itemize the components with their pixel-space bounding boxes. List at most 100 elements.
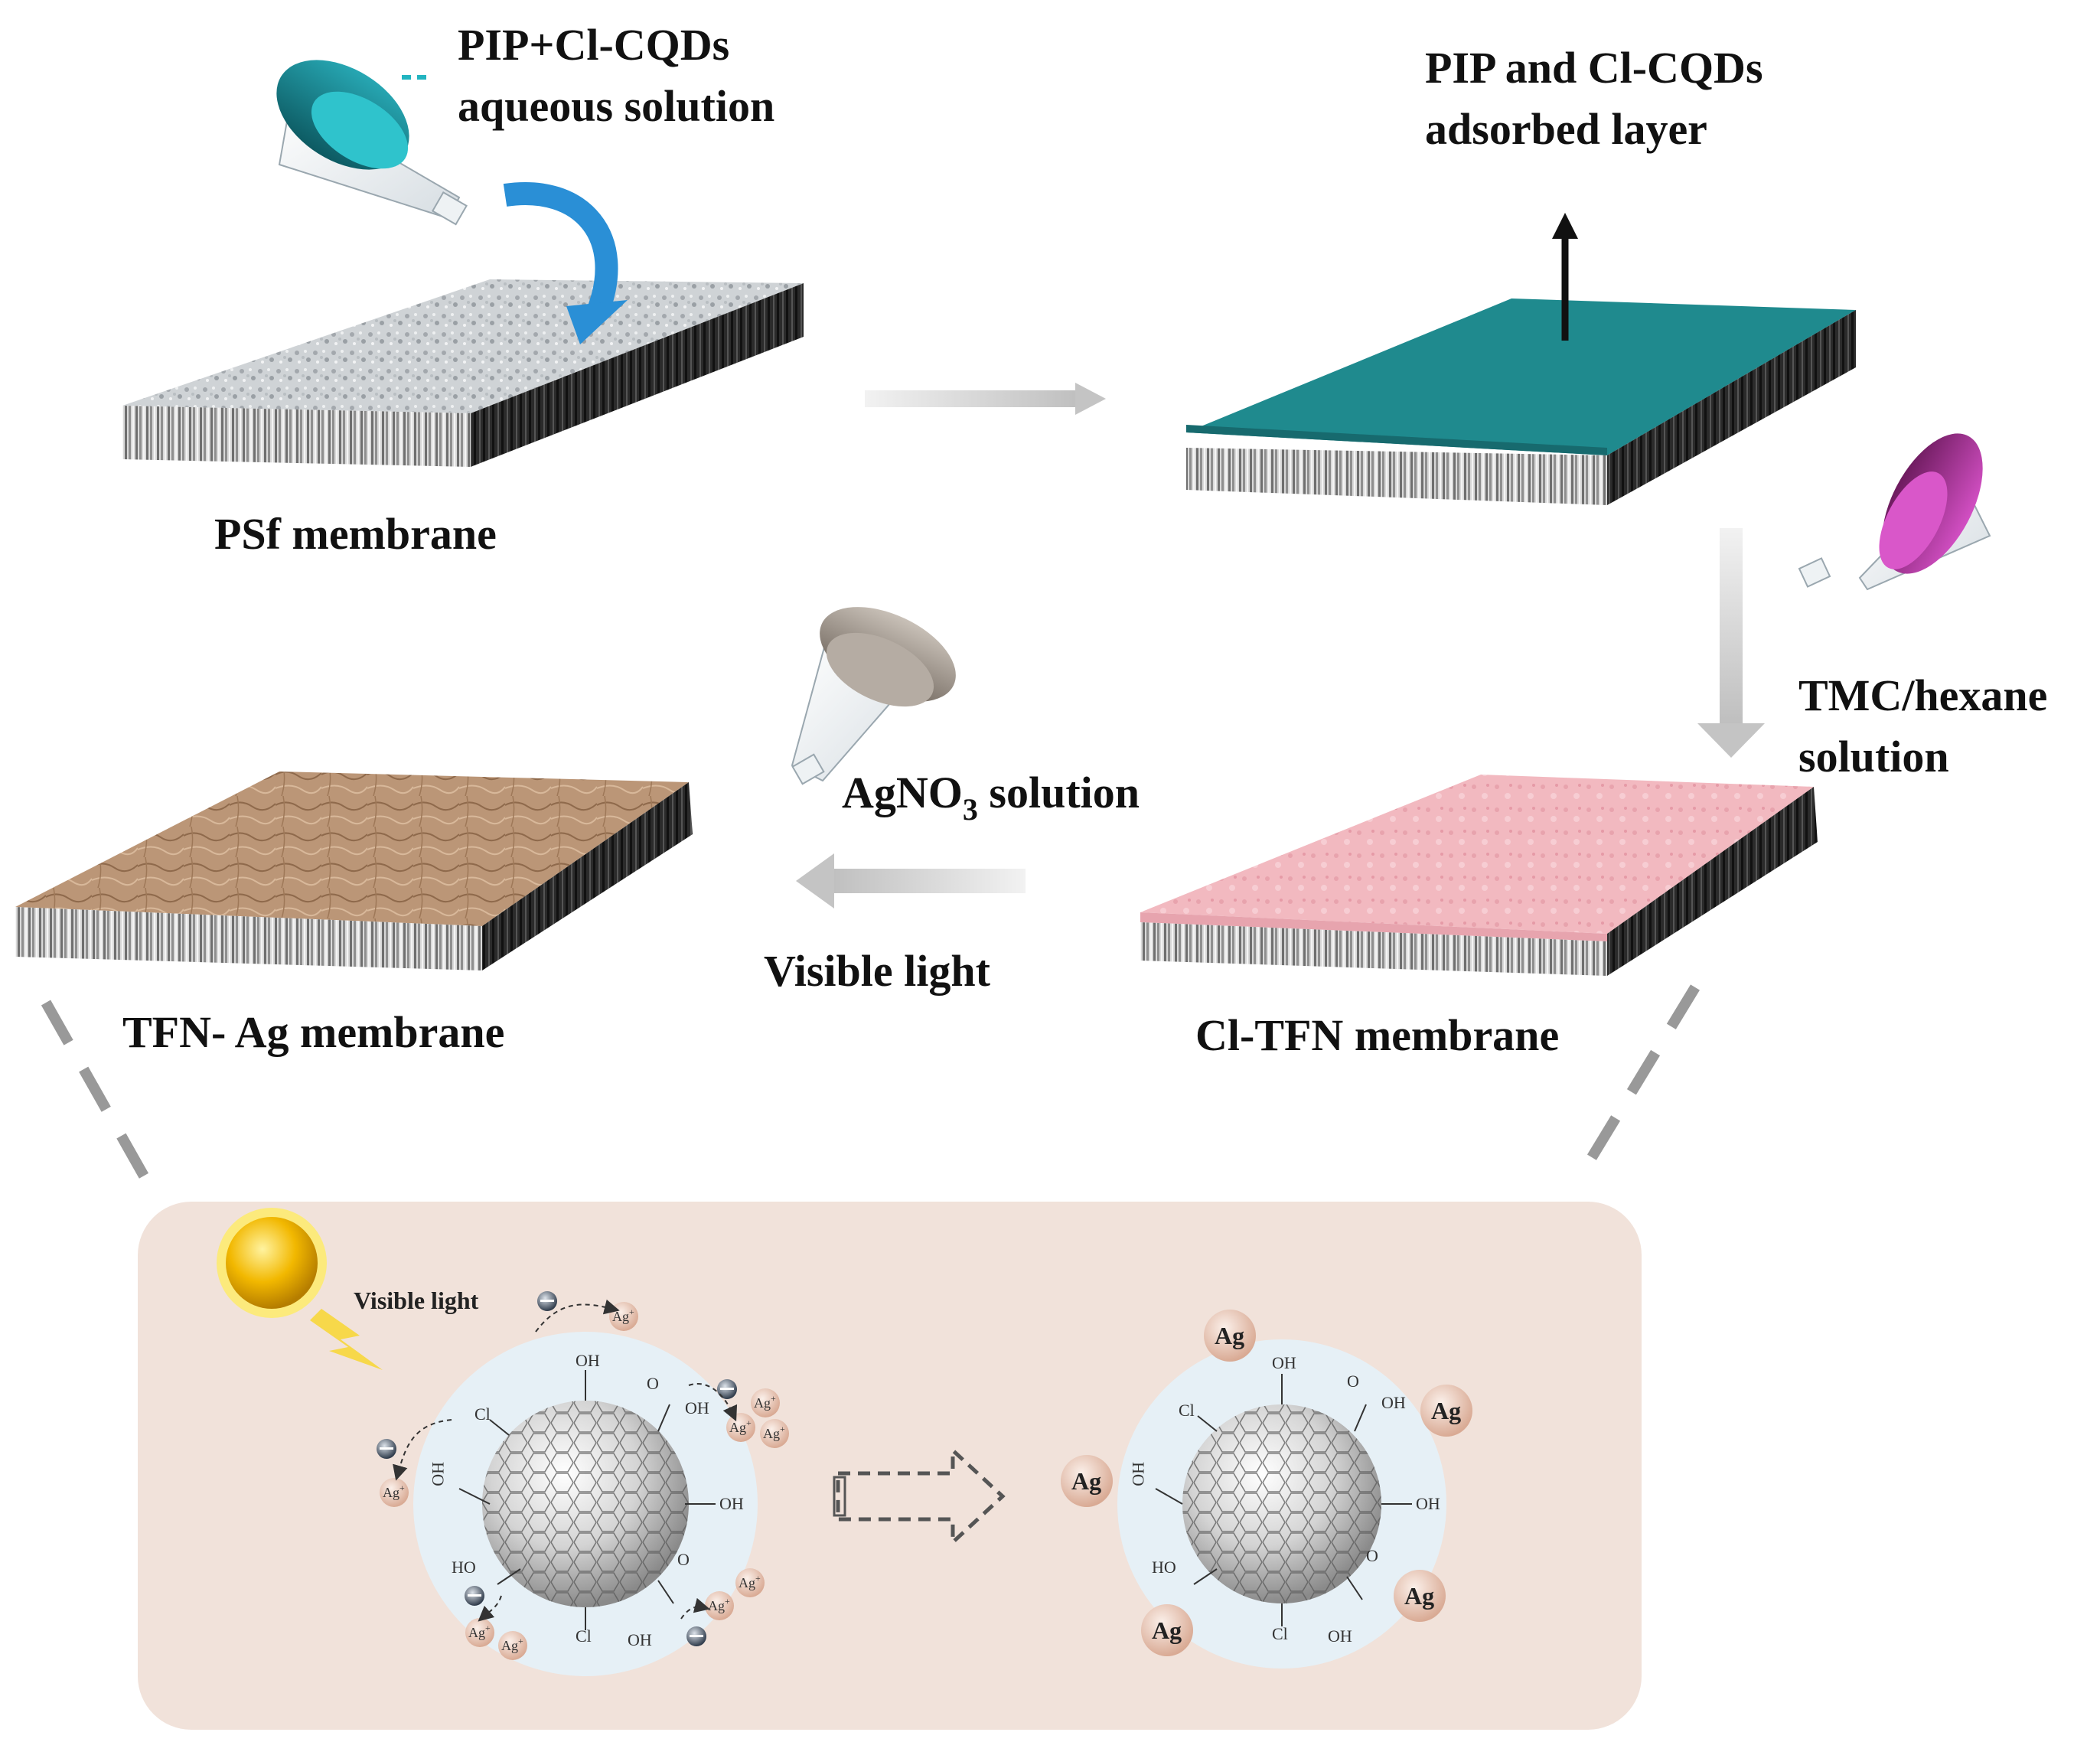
svg-text:Ag+: Ag+ — [729, 1417, 752, 1435]
ag-ion: Ag+ — [705, 1591, 734, 1620]
group-o-right: O — [677, 1550, 690, 1569]
agno3-prefix: AgNO — [842, 768, 963, 817]
group-ho-left: HO — [1129, 1462, 1148, 1486]
zoom-dashed-line-right — [1572, 984, 1700, 1186]
ag-ion: Ag+ — [760, 1419, 789, 1448]
svg-text:Ag: Ag — [1431, 1397, 1461, 1424]
cqd-core-lattice — [482, 1401, 689, 1607]
agno3-suffix: solution — [978, 768, 1140, 817]
psf-top-surface — [122, 279, 804, 413]
ag-ion: Ag+ — [751, 1388, 780, 1417]
group-cl-upper-left: Cl — [1179, 1401, 1195, 1420]
group-ho-lower-left: HO — [1152, 1558, 1176, 1577]
pour-arrow-icon — [503, 182, 618, 318]
tmc-label-line1: TMC/hexane — [1798, 670, 2047, 720]
group-cl-bottom: Cl — [1272, 1624, 1288, 1643]
group-o-right: O — [1366, 1546, 1378, 1565]
ag-nanoparticle: Ag — [1204, 1310, 1256, 1362]
tmc-funnel-icon — [1798, 433, 1991, 591]
dash-marker-icon — [402, 75, 426, 80]
process-arrow-right-icon — [865, 383, 1106, 415]
svg-text:Ag+: Ag+ — [383, 1483, 405, 1500]
svg-text:Ag: Ag — [1071, 1467, 1101, 1495]
electron-transfer-arrow — [393, 1419, 452, 1481]
ag-nanoparticle: Ag — [1394, 1570, 1446, 1622]
process-arrow-down-icon — [1697, 528, 1765, 758]
electron-icon — [465, 1586, 484, 1606]
pip-funnel-icon — [276, 60, 468, 226]
psf-front-side — [122, 406, 471, 467]
group-oh-top: OH — [1272, 1353, 1296, 1372]
svg-text:aqueous solution: aqueous solution — [458, 81, 774, 131]
psf-membrane — [122, 279, 804, 467]
mechanism-inset: Visible light OH Cl OH OH HO — [138, 1202, 1642, 1730]
ag-ion: Ag+ — [726, 1413, 755, 1442]
svg-text:Ag+: Ag+ — [708, 1596, 730, 1613]
group-oh-bottom: OH — [628, 1630, 652, 1649]
cl-tfn-label: Cl-TFN membrane — [1195, 1010, 1559, 1060]
pink-top-surface — [1140, 775, 1814, 934]
svg-text:PIP+Cl-CQDs: PIP+Cl-CQDs — [458, 20, 729, 70]
electron-transfer-arrow — [688, 1383, 738, 1422]
group-oh-bottom: OH — [1328, 1626, 1352, 1646]
group-oh-upper-right: OH — [1381, 1393, 1406, 1412]
group-ho-lower-left: HO — [452, 1558, 476, 1577]
teal-top-surface — [1186, 298, 1856, 455]
inset-visible-light-label: Visible light — [354, 1287, 479, 1314]
group-oh-right: OH — [1416, 1494, 1440, 1513]
group-oh-right: OH — [719, 1494, 744, 1513]
adsorbed-membrane — [1186, 298, 1856, 505]
group-ho-left: HO — [429, 1462, 448, 1486]
cqd-after: OH Cl OH OH HO HO Cl OH O O — [1117, 1339, 1446, 1669]
cl-tfn-membrane — [1140, 775, 1818, 976]
psf-membrane-label: PSf membrane — [214, 509, 497, 559]
pip-solution-label-line2: aqueous solution — [458, 81, 774, 131]
ag-nanoparticle: Ag — [1420, 1385, 1472, 1437]
ag-ion: Ag+ — [609, 1302, 638, 1331]
zoom-dashed-line-left — [41, 1000, 151, 1182]
tfn-ag-label: TFN- Ag membrane — [122, 1007, 504, 1057]
pink-front-edge — [1140, 912, 1607, 941]
electron-transfer-arrow — [680, 1597, 710, 1620]
tfn-ag-right-side — [482, 782, 693, 970]
svg-text:Ag: Ag — [1404, 1582, 1434, 1610]
ag-nanoparticle: Ag — [1061, 1455, 1113, 1507]
agno3-label: AgNO3 solution — [842, 768, 1140, 827]
cl-tfn-right-side — [1607, 787, 1818, 976]
cqd-core-lattice — [1182, 1404, 1381, 1603]
sun-icon — [217, 1208, 383, 1370]
electron-icon — [537, 1291, 557, 1311]
adsorbed-label-line2: adsorbed layer — [1425, 104, 1707, 154]
group-oh-top: OH — [576, 1351, 600, 1370]
group-cl-bottom: Cl — [576, 1626, 592, 1646]
transformation-arrow-icon — [833, 1446, 1006, 1547]
svg-text:Ag+: Ag+ — [501, 1636, 523, 1653]
adsorbed-right-side — [1607, 310, 1856, 505]
psf-right-side — [471, 283, 804, 467]
visible-light-label: Visible light — [764, 946, 991, 996]
tmc-label-line2: solution — [1798, 732, 1949, 781]
brown-top-surface — [15, 771, 689, 926]
electron-icon — [377, 1439, 396, 1459]
tfn-ag-front-side — [15, 907, 482, 970]
svg-text:Ag+: Ag+ — [468, 1623, 491, 1640]
agno3-funnel-icon — [791, 607, 956, 785]
tfn-ag-membrane — [15, 771, 693, 970]
svg-text:Ag+: Ag+ — [739, 1573, 761, 1590]
electron-icon — [717, 1379, 737, 1399]
up-arrow-icon — [1552, 213, 1578, 341]
ag-ion: Ag+ — [380, 1478, 409, 1507]
pip-solution-label-line1: PIP+Cl-CQDs — [458, 20, 729, 70]
electron-icon — [686, 1626, 706, 1646]
cqd-before: OH Cl OH OH HO HO Cl OH O O — [413, 1332, 758, 1676]
agno3-subscript: 3 — [963, 792, 978, 827]
svg-text:Ag+: Ag+ — [754, 1393, 776, 1411]
ag-nanoparticle: Ag — [1141, 1604, 1193, 1656]
adsorbed-front-side — [1186, 448, 1607, 505]
electron-transfer-arrow — [535, 1299, 620, 1333]
svg-text:Ag: Ag — [1152, 1616, 1182, 1644]
adsorbed-label-line1: PIP and Cl-CQDs — [1425, 43, 1763, 93]
ag-ion: Ag+ — [498, 1631, 527, 1660]
ag-ion: Ag+ — [735, 1568, 765, 1597]
